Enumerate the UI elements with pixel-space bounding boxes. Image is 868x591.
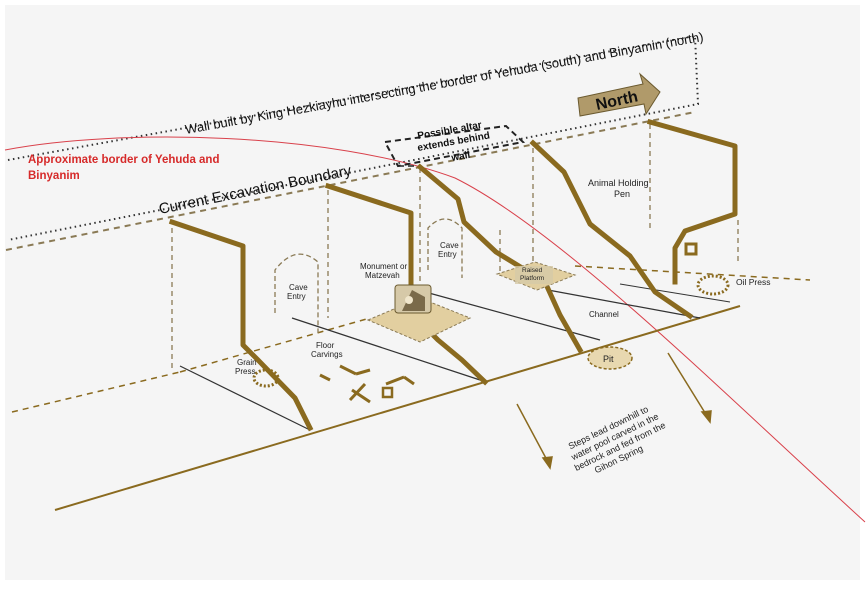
grain-press-line1: Grain xyxy=(237,358,257,367)
monument-platform xyxy=(366,284,472,343)
cave-entry-1-line2: Entry xyxy=(287,292,306,301)
altar-box xyxy=(384,124,526,168)
cave-entry-2-line1: Cave xyxy=(440,241,459,250)
monument-line1: Monument or xyxy=(360,262,407,271)
cave-arches xyxy=(274,218,463,333)
floor-carvings-line2: Carvings xyxy=(311,350,343,359)
diagram-background xyxy=(5,5,860,580)
excavation-boundary-line xyxy=(5,111,696,251)
wall-3 xyxy=(416,163,584,354)
raised-platform xyxy=(495,261,577,291)
wall-5 xyxy=(646,118,738,285)
animal-pen-label-line1: Animal Holding xyxy=(588,178,649,188)
raised-platform-line1: Raised xyxy=(522,267,543,274)
wall-4 xyxy=(529,139,694,320)
border-label-line1: Approximate border of Yehuda and xyxy=(28,154,220,166)
oil-press-shape xyxy=(696,274,730,296)
wall-5-stone-marker xyxy=(684,242,698,256)
pit-shape xyxy=(587,346,633,370)
oil-press-label: Oil Press xyxy=(736,277,770,287)
cave-entry-1-arch xyxy=(274,253,319,333)
border-label-line2: Binyanim xyxy=(28,170,80,182)
pit-label: Pit xyxy=(603,354,614,364)
cave-entry-2-arch xyxy=(427,218,463,278)
animal-pen-label-line2: Pen xyxy=(614,189,630,199)
cave-entry-2-line2: Entry xyxy=(438,250,457,259)
altar-label-line3: wall xyxy=(450,150,472,164)
wall-1 xyxy=(168,218,314,432)
grain-press-line2: Press xyxy=(235,367,255,376)
cave-entry-1-line1: Cave xyxy=(289,283,308,292)
grain-press-shape xyxy=(252,368,280,388)
ground-lines xyxy=(11,265,811,511)
border-line xyxy=(4,136,866,523)
floor-carvings-line1: Floor xyxy=(316,341,335,350)
north-arrow xyxy=(577,72,661,117)
floor-carving-square xyxy=(381,386,394,399)
floor-carvings xyxy=(319,364,415,404)
channel-label: Channel xyxy=(589,310,619,319)
monument-line2: Matzevah xyxy=(365,271,400,280)
step-arrows xyxy=(516,352,712,470)
raised-platform-line2: Platform xyxy=(520,275,544,282)
